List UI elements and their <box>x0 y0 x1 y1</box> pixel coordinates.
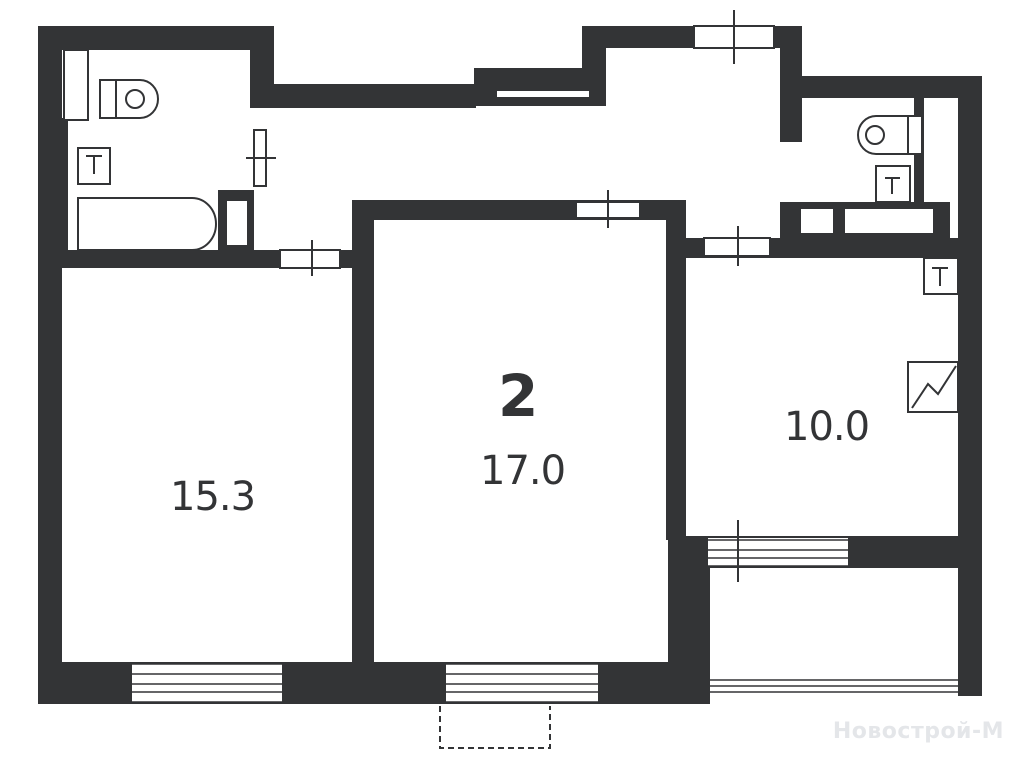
bathroom-fixtures <box>63 49 935 251</box>
watermark-text: Новострой-М <box>832 719 1004 744</box>
room-area-kitchen: 10.0 <box>784 404 870 450</box>
apartment-room-count: 2 <box>498 362 539 430</box>
doors <box>246 10 775 276</box>
kitchen-fixtures <box>907 257 959 413</box>
windows <box>132 89 958 749</box>
room-area-bedroom: 15.3 <box>170 474 256 520</box>
room-area-living: 17.0 <box>480 448 566 494</box>
